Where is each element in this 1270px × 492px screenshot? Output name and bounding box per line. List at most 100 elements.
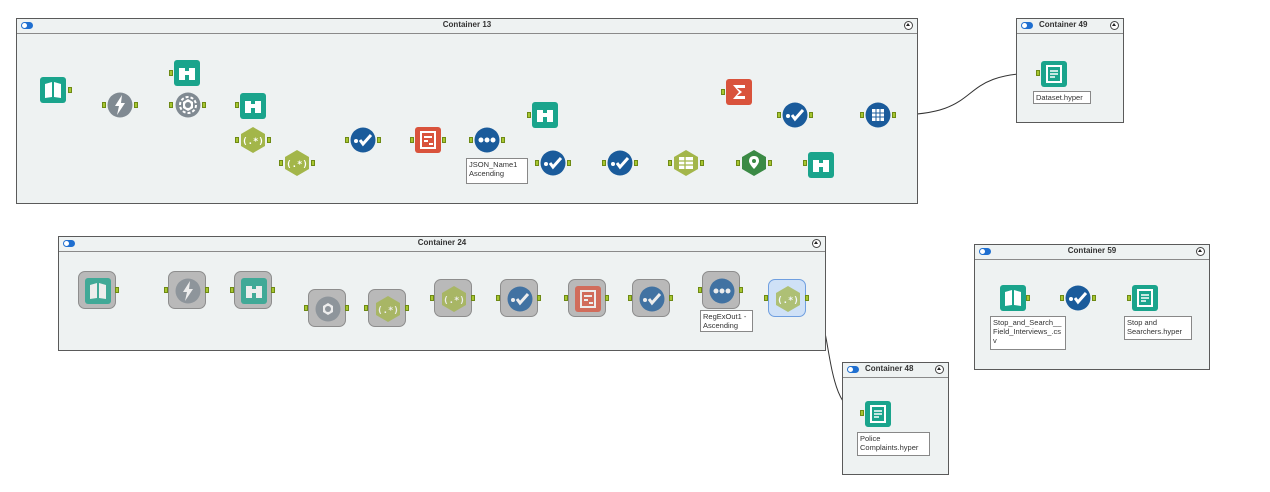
container-header[interactable]: Container 59 bbox=[975, 245, 1209, 260]
input-anchor[interactable] bbox=[430, 295, 434, 301]
input-anchor[interactable] bbox=[364, 305, 368, 311]
output-anchor[interactable] bbox=[271, 287, 275, 293]
output-anchor[interactable] bbox=[442, 137, 446, 143]
regex-tool[interactable]: (.*) bbox=[368, 289, 406, 327]
collapse-icon[interactable] bbox=[812, 239, 821, 248]
input-anchor[interactable] bbox=[860, 112, 864, 118]
output-anchor[interactable] bbox=[768, 160, 772, 166]
input-anchor[interactable] bbox=[721, 89, 725, 95]
select-tool[interactable] bbox=[540, 150, 566, 176]
sort-tool[interactable] bbox=[474, 127, 500, 153]
input-anchor[interactable] bbox=[1060, 295, 1064, 301]
input-anchor[interactable] bbox=[535, 160, 539, 166]
input-anchor[interactable] bbox=[169, 102, 173, 108]
output-anchor[interactable] bbox=[605, 295, 609, 301]
regex-tool[interactable]: (.*) bbox=[434, 279, 472, 317]
collapse-icon[interactable] bbox=[1196, 247, 1205, 256]
output-anchor[interactable] bbox=[267, 137, 271, 143]
input-anchor[interactable] bbox=[102, 102, 106, 108]
output-anchor[interactable] bbox=[345, 305, 349, 311]
regex-tool[interactable]: (.*) bbox=[284, 150, 310, 176]
output-anchor[interactable] bbox=[115, 287, 119, 293]
output-anchor[interactable] bbox=[537, 295, 541, 301]
output-anchor[interactable] bbox=[805, 295, 809, 301]
collapse-icon[interactable] bbox=[1110, 21, 1119, 30]
spatial-tool[interactable] bbox=[741, 150, 767, 176]
regex-tool[interactable]: (.*) bbox=[240, 127, 266, 153]
input-anchor[interactable] bbox=[164, 287, 168, 293]
output-anchor[interactable] bbox=[471, 295, 475, 301]
input-anchor[interactable] bbox=[628, 295, 632, 301]
input-anchor[interactable] bbox=[777, 112, 781, 118]
select-tool[interactable] bbox=[607, 150, 633, 176]
output-anchor[interactable] bbox=[205, 287, 209, 293]
container-toggle[interactable] bbox=[63, 240, 75, 247]
output-data-tool[interactable] bbox=[865, 401, 891, 427]
container-toggle[interactable] bbox=[847, 366, 859, 373]
browse-tool[interactable] bbox=[234, 271, 272, 309]
text-to-columns-tool[interactable] bbox=[568, 279, 606, 317]
container-48[interactable]: Container 48 bbox=[842, 362, 949, 475]
container-toggle[interactable] bbox=[1021, 22, 1033, 29]
input-anchor[interactable] bbox=[698, 287, 702, 293]
input-anchor[interactable] bbox=[469, 137, 473, 143]
input-anchor[interactable] bbox=[410, 137, 414, 143]
output-anchor[interactable] bbox=[634, 160, 638, 166]
select-tool[interactable] bbox=[782, 102, 808, 128]
container-toggle[interactable] bbox=[979, 248, 991, 255]
output-anchor[interactable] bbox=[202, 102, 206, 108]
input-data-tool[interactable] bbox=[40, 77, 66, 103]
browse-tool[interactable] bbox=[174, 60, 200, 86]
summarize-tool[interactable] bbox=[726, 79, 752, 105]
append-fields-tool[interactable] bbox=[865, 102, 891, 128]
output-anchor[interactable] bbox=[311, 160, 315, 166]
output-anchor[interactable] bbox=[1092, 295, 1096, 301]
output-anchor[interactable] bbox=[700, 160, 704, 166]
input-anchor[interactable] bbox=[496, 295, 500, 301]
data-cleansing-tool[interactable] bbox=[175, 92, 201, 118]
input-anchor[interactable] bbox=[235, 137, 239, 143]
input-anchor[interactable] bbox=[668, 160, 672, 166]
input-anchor[interactable] bbox=[304, 305, 308, 311]
union-tool[interactable] bbox=[673, 150, 699, 176]
input-anchor[interactable] bbox=[860, 410, 864, 416]
browse-tool[interactable] bbox=[532, 102, 558, 128]
container-toggle[interactable] bbox=[21, 22, 33, 29]
output-anchor[interactable] bbox=[68, 87, 72, 93]
collapse-icon[interactable] bbox=[904, 21, 913, 30]
container-header[interactable]: Container 24 bbox=[59, 237, 825, 252]
select-tool[interactable] bbox=[350, 127, 376, 153]
output-anchor[interactable] bbox=[669, 295, 673, 301]
browse-tool[interactable] bbox=[808, 152, 834, 178]
text-to-columns-tool[interactable] bbox=[415, 127, 441, 153]
output-anchor[interactable] bbox=[134, 102, 138, 108]
container-header[interactable]: Container 13 bbox=[17, 19, 917, 34]
select-tool[interactable] bbox=[632, 279, 670, 317]
input-anchor[interactable] bbox=[230, 287, 234, 293]
select-tool[interactable] bbox=[1065, 285, 1091, 311]
formula-tool[interactable] bbox=[107, 92, 133, 118]
input-anchor[interactable] bbox=[803, 160, 807, 166]
input-anchor[interactable] bbox=[235, 102, 239, 108]
sort-tool[interactable] bbox=[702, 271, 740, 309]
select-tool[interactable] bbox=[500, 279, 538, 317]
output-anchor[interactable] bbox=[377, 137, 381, 143]
output-anchor[interactable] bbox=[1026, 295, 1030, 301]
input-anchor[interactable] bbox=[564, 295, 568, 301]
container-header[interactable]: Container 49 bbox=[1017, 19, 1123, 34]
container-49[interactable]: Container 49 bbox=[1016, 18, 1124, 123]
input-anchor[interactable] bbox=[345, 137, 349, 143]
input-anchor[interactable] bbox=[764, 295, 768, 301]
output-anchor[interactable] bbox=[501, 137, 505, 143]
output-anchor[interactable] bbox=[892, 112, 896, 118]
input-anchor[interactable] bbox=[602, 160, 606, 166]
browse-tool[interactable] bbox=[240, 93, 266, 119]
output-anchor[interactable] bbox=[567, 160, 571, 166]
input-anchor[interactable] bbox=[279, 160, 283, 166]
input-anchor[interactable] bbox=[527, 112, 531, 118]
output-anchor[interactable] bbox=[809, 112, 813, 118]
formula-tool[interactable] bbox=[168, 271, 206, 309]
collapse-icon[interactable] bbox=[935, 365, 944, 374]
output-data-tool[interactable] bbox=[1041, 61, 1067, 87]
